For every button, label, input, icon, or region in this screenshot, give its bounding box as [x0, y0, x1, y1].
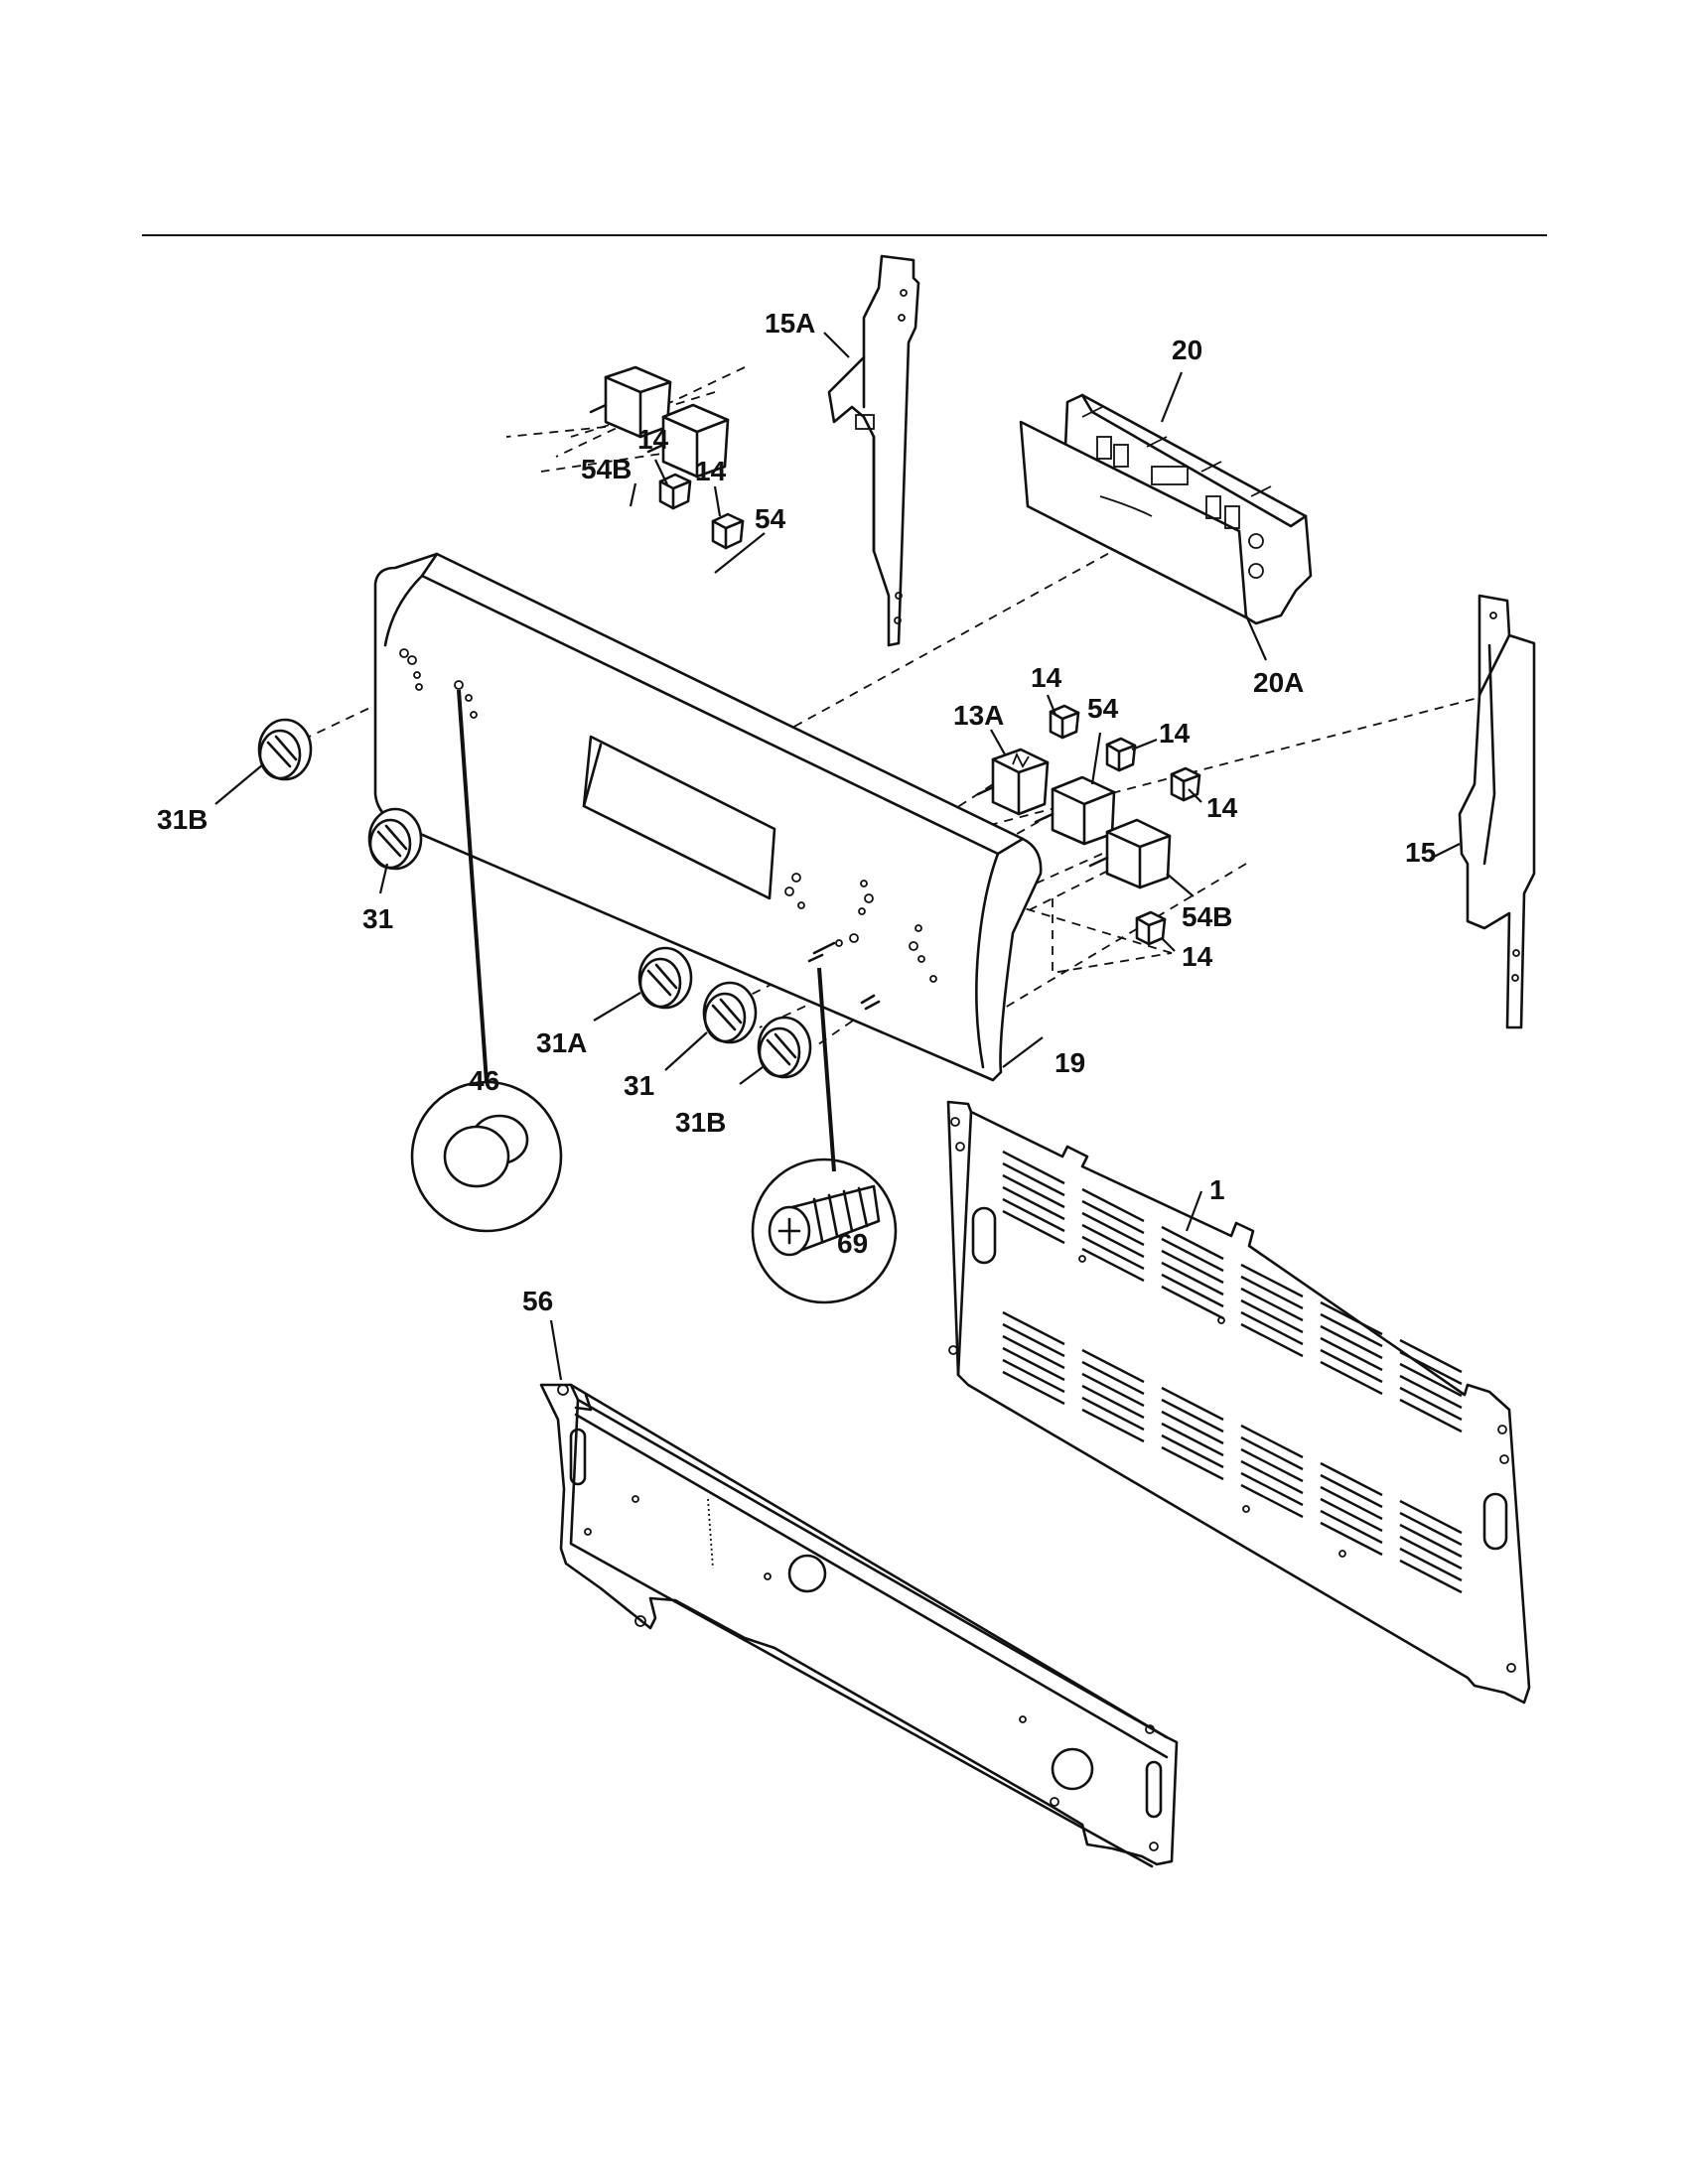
indicator-14-low — [1135, 910, 1167, 946]
label-13A: 13A — [953, 700, 1004, 731]
knob-31-left — [367, 807, 423, 871]
label-54B-mid: 54B — [1182, 901, 1232, 932]
knob-31B-mid — [757, 1016, 812, 1079]
back-panel-56 — [539, 1383, 1179, 1868]
label-14-d: 14 — [1159, 718, 1191, 749]
label-14-e: 14 — [1206, 792, 1238, 823]
leader-lines — [214, 332, 1461, 1381]
knob-31B-left — [257, 718, 313, 781]
knob-31A — [637, 946, 693, 1010]
part-labels: 15A 20 14 14 54B 54 20A 13A 14 54 14 14 … — [157, 308, 1436, 1316]
switch-54-top — [646, 403, 730, 478]
label-20: 20 — [1172, 335, 1202, 365]
indicator-14-mid-b — [1105, 737, 1137, 772]
label-31A: 31A — [536, 1027, 587, 1058]
panel-holes — [399, 648, 937, 983]
label-54B-top: 54B — [581, 454, 632, 484]
knob-31-mid — [702, 981, 758, 1044]
label-20A: 20A — [1253, 667, 1304, 698]
vent-slots — [1001, 1150, 1464, 1594]
label-31B-left: 31B — [157, 804, 208, 835]
label-31B-mid: 31B — [675, 1107, 726, 1138]
label-14-c: 14 — [1031, 662, 1062, 693]
side-bracket-15A — [827, 254, 920, 647]
label-54-top: 54 — [755, 503, 786, 534]
label-56: 56 — [522, 1286, 553, 1316]
side-bracket-15 — [1458, 594, 1536, 1029]
label-69: 69 — [837, 1228, 868, 1259]
detail-69 — [751, 967, 898, 1304]
label-54-mid: 54 — [1087, 693, 1119, 724]
electronic-control-20 — [1019, 393, 1313, 625]
switch-54B-mid — [1088, 818, 1172, 889]
rear-panel-1 — [946, 1100, 1531, 1705]
label-14-f: 14 — [1182, 941, 1213, 972]
indicator-14-top-b — [711, 512, 745, 550]
label-19: 19 — [1055, 1047, 1085, 1078]
label-46: 46 — [469, 1065, 499, 1096]
switch-54-mid — [1034, 775, 1116, 846]
relay-13A — [976, 748, 1050, 816]
label-14-a: 14 — [637, 424, 669, 455]
label-31-left: 31 — [362, 903, 393, 934]
detail-46 — [410, 689, 563, 1233]
label-14-b: 14 — [695, 456, 727, 486]
label-15A: 15A — [765, 308, 815, 339]
label-1: 1 — [1209, 1174, 1225, 1205]
label-15: 15 — [1405, 837, 1436, 868]
indicator-14-mid-a — [1049, 704, 1080, 740]
label-31-mid: 31 — [624, 1070, 654, 1101]
